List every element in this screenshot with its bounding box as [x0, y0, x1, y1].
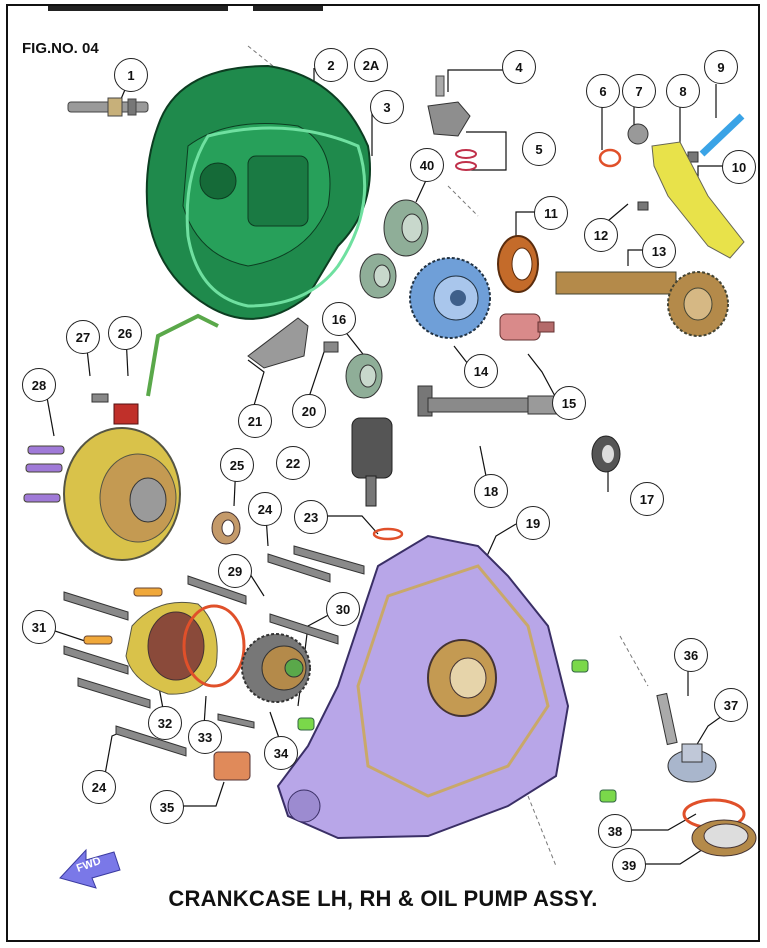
callout-16: 16: [322, 302, 356, 336]
exploded-view-artwork: FWD: [23, 45, 757, 889]
stator-part-28: [63, 427, 181, 561]
oil-pump-cover-part-32: [125, 601, 218, 695]
callout-3: 3: [370, 90, 404, 124]
cap-part-39: [691, 819, 757, 857]
callout-23: 23: [294, 500, 328, 534]
callout-25: 25: [220, 448, 254, 482]
bracket-part-21: [247, 317, 309, 369]
bolts-part-28: [23, 445, 65, 503]
callout-28: 28: [22, 368, 56, 402]
fwd-arrow-icon: FWD: [59, 848, 121, 889]
callout-33: 33: [188, 720, 222, 754]
callout-12: 12: [584, 218, 618, 252]
wiring-harness: [146, 313, 219, 397]
callout-18: 18: [474, 474, 508, 508]
seal-part-11: [497, 235, 539, 293]
connector-part-26: [113, 403, 139, 425]
callout-36: 36: [674, 638, 708, 672]
nut-part-12: [637, 201, 649, 211]
dowel-bottom: [599, 789, 617, 803]
callout-24-top: 24: [248, 492, 282, 526]
bearing-part-16: [345, 253, 397, 399]
seal-part-17: [591, 435, 621, 473]
bolt-part-9: [699, 113, 745, 157]
callout-11: 11: [534, 196, 568, 230]
callout-27: 27: [66, 320, 100, 354]
callout-19: 19: [516, 506, 550, 540]
dashed-guides: [247, 45, 649, 867]
shaft-part-18: [417, 385, 569, 417]
callout-20: 20: [292, 394, 326, 428]
dowel-part-30: [297, 717, 315, 731]
header-strip: [48, 6, 323, 11]
callout-39: 39: [612, 848, 646, 882]
gear-part-14: [409, 257, 491, 339]
dowel-top: [571, 659, 589, 673]
callout-24-bottom: 24: [82, 770, 116, 804]
callout-38: 38: [598, 814, 632, 848]
callout-13: 13: [642, 234, 676, 268]
callout-17: 17: [630, 482, 664, 516]
oring-part-33: [182, 604, 246, 688]
callout-40: 40: [410, 148, 444, 182]
callout-37: 37: [714, 688, 748, 722]
callout-2a: 2A: [354, 48, 388, 82]
sensor-part-5: [427, 75, 477, 171]
diagram-caption: CRANKCASE LH, RH & OIL PUMP ASSY.: [168, 886, 598, 911]
output-shaft-part-13: [555, 271, 729, 337]
pin-part-36: [656, 692, 678, 746]
bolt-part-27: [91, 393, 109, 403]
pinion-part-15: [499, 313, 555, 341]
callout-4: 4: [502, 50, 536, 84]
callout-22: 22: [276, 446, 310, 480]
bearing-part-40: [383, 199, 429, 257]
callout-10: 10: [722, 150, 756, 184]
callout-32: 32: [148, 706, 182, 740]
crankcase-lh-cover: [145, 64, 371, 320]
callout-5: 5: [522, 132, 556, 166]
callout-29: 29: [218, 554, 252, 588]
diagram-frame: FIG.NO. 04: [6, 4, 760, 942]
callout-21: 21: [238, 404, 272, 438]
callout-8: 8: [666, 74, 700, 108]
callout-31: 31: [22, 610, 56, 644]
callout-1: 1: [114, 58, 148, 92]
callout-9: 9: [704, 50, 738, 84]
callout-6: 6: [586, 74, 620, 108]
bolts-part-31: [83, 587, 163, 645]
bolt-part-20: [323, 341, 339, 353]
bushing-part-35: [213, 751, 251, 781]
callout-34: 34: [264, 736, 298, 770]
callout-7: 7: [622, 74, 656, 108]
oring-part-23: [372, 527, 404, 541]
callout-15: 15: [552, 386, 586, 420]
oring-part-6: [598, 148, 622, 168]
callout-2: 2: [314, 48, 348, 82]
cap-part-37: [667, 743, 717, 783]
gasket-part-3: [185, 126, 367, 308]
bracket-part-10: [651, 141, 745, 259]
callout-30: 30: [326, 592, 360, 626]
washer-part-7: [627, 123, 649, 145]
shaft-part-1: [67, 97, 149, 117]
gear-part-34: [241, 633, 311, 703]
figure-number: FIG.NO. 04: [22, 40, 99, 57]
callout-35: 35: [150, 790, 184, 824]
bolts-part-24: [63, 545, 365, 757]
crankcase-rh-part-19: [276, 534, 570, 840]
callout-26: 26: [108, 316, 142, 350]
sensor-part-22: [351, 417, 393, 507]
ring-part-25: [211, 511, 241, 545]
callout-14: 14: [464, 354, 498, 388]
